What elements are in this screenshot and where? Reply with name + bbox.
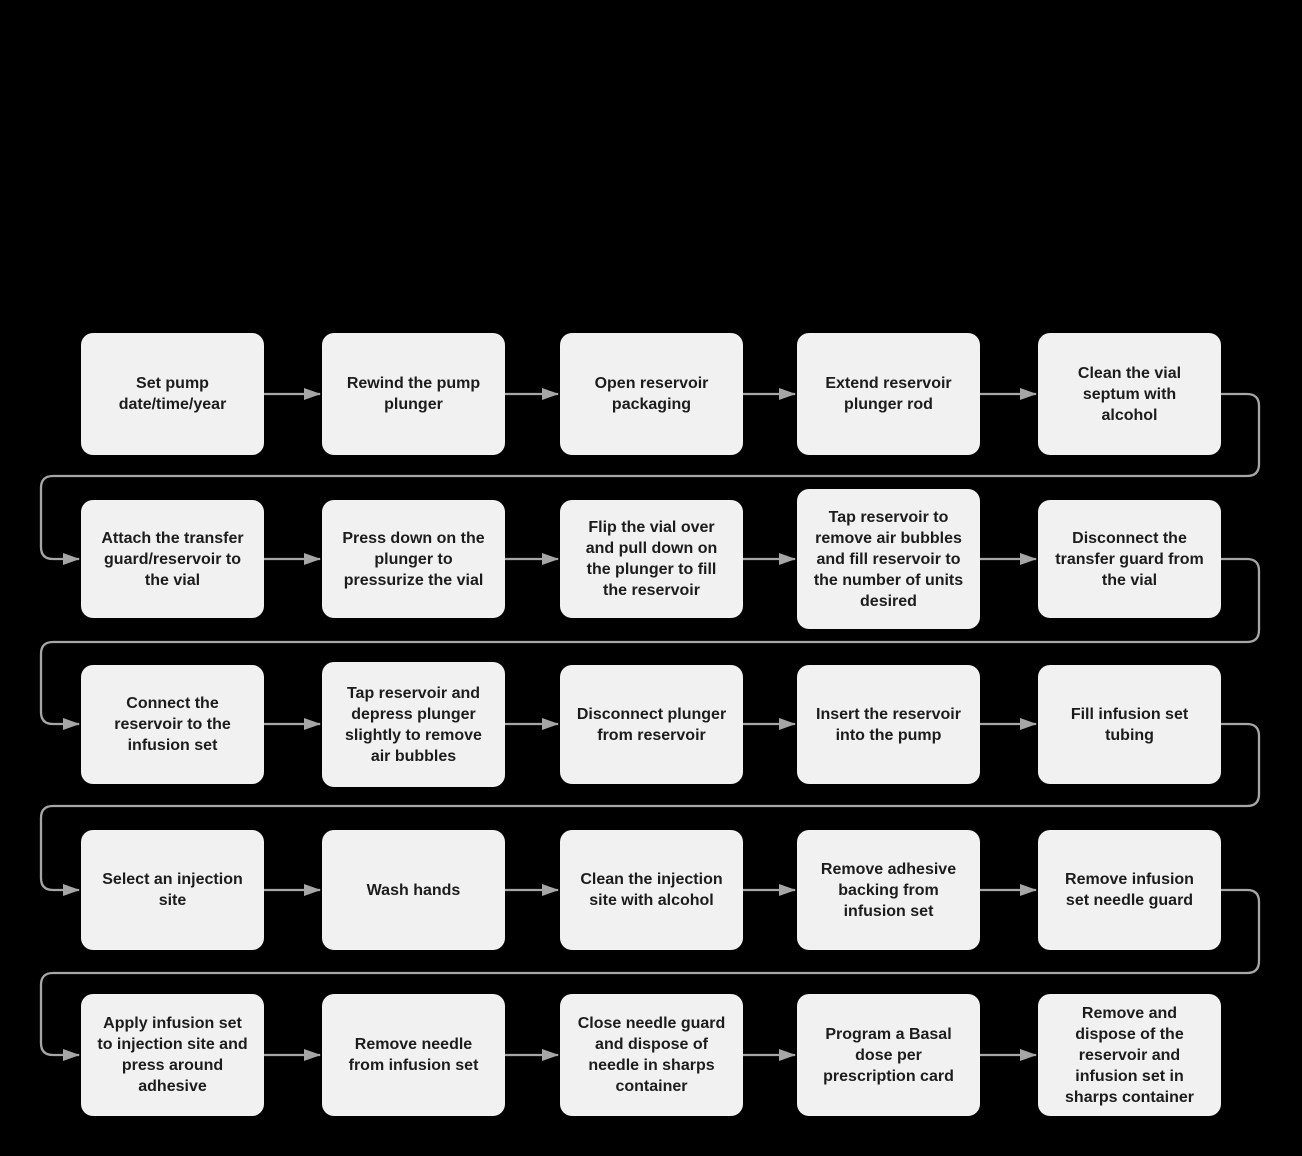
flow-step: Set pump date/time/year: [81, 333, 264, 455]
flow-step: Select an injection site: [81, 830, 264, 950]
flow-step: Apply infusion set to injection site and…: [81, 994, 264, 1116]
connector-wrap: [39, 888, 1261, 1061]
connector-wrap: [39, 392, 1261, 565]
flow-step: Remove needle from infusion set: [322, 994, 505, 1116]
flow-step: Disconnect plunger from reservoir: [560, 665, 743, 784]
flow-step: Clean the vial septum with alcohol: [1038, 333, 1221, 455]
flow-step: Open reservoir packaging: [560, 333, 743, 455]
flow-step: Tap reservoir to remove air bubbles and …: [797, 489, 980, 629]
flow-step: Fill infusion set tubing: [1038, 665, 1221, 784]
flow-step: Tap reservoir and depress plunger slight…: [322, 662, 505, 787]
flow-step: Remove infusion set needle guard: [1038, 830, 1221, 950]
connector-wrap: [39, 722, 1261, 896]
flow-step: Program a Basal dose per prescription ca…: [797, 994, 980, 1116]
flow-step: Wash hands: [322, 830, 505, 950]
flow-step: Remove adhesive backing from infusion se…: [797, 830, 980, 950]
flow-step: Attach the transfer guard/reservoir to t…: [81, 500, 264, 618]
flow-step: Flip the vial over and pull down on the …: [560, 500, 743, 618]
flow-step: Press down on the plunger to pressurize …: [322, 500, 505, 618]
flow-step: Insert the reservoir into the pump: [797, 665, 980, 784]
flow-step: Disconnect the transfer guard from the v…: [1038, 500, 1221, 618]
flow-step: Clean the injection site with alcohol: [560, 830, 743, 950]
flow-step: Remove and dispose of the reservoir and …: [1038, 994, 1221, 1116]
connector-wrap: [39, 557, 1261, 730]
flow-step: Connect the reservoir to the infusion se…: [81, 665, 264, 784]
flow-step: Close needle guard and dispose of needle…: [560, 994, 743, 1116]
flow-step: Extend reservoir plunger rod: [797, 333, 980, 455]
flow-step: Rewind the pump plunger: [322, 333, 505, 455]
